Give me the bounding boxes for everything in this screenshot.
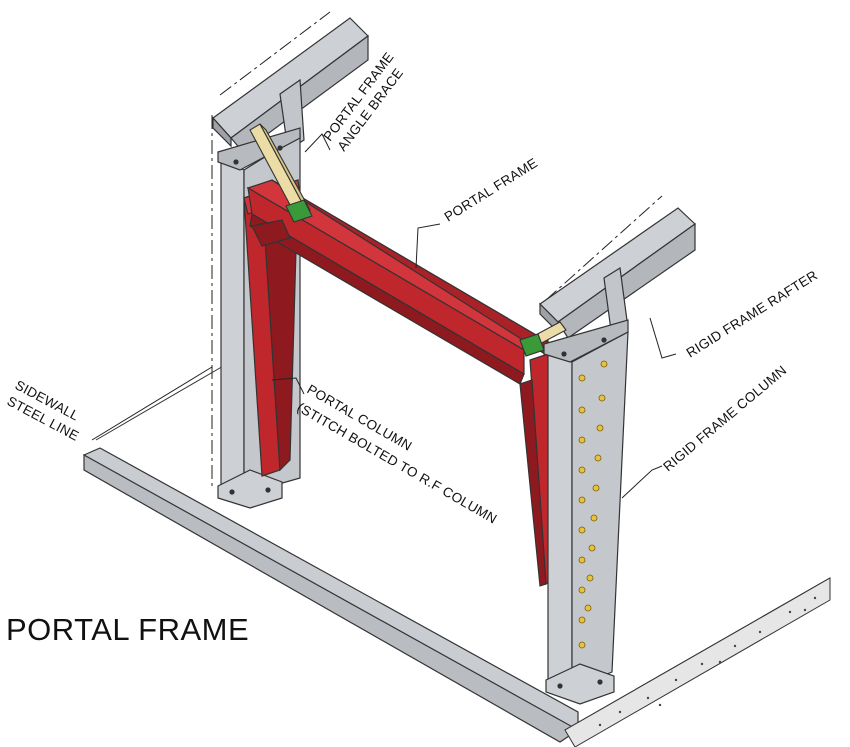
angle-brace-left xyxy=(249,123,313,223)
diagram-title: PORTAL FRAME xyxy=(6,612,250,647)
label-rafter: RIGID FRAME RAFTER xyxy=(684,267,821,360)
label-rf-column: RIGID FRAME COLUMN xyxy=(660,362,789,474)
label-portal-frame: PORTAL FRAME xyxy=(442,155,541,224)
right-rf-column xyxy=(543,319,629,705)
angle-brace-right xyxy=(519,321,567,357)
portal-beam xyxy=(246,179,550,385)
leader-lines xyxy=(91,133,677,499)
stitch-bolts xyxy=(578,360,608,649)
right-portal-column xyxy=(519,353,553,587)
foundation-slab xyxy=(82,364,831,747)
right-rafter xyxy=(539,207,696,340)
label-portal-column-2: (STITCH BOLTED TO R.F COLUMN xyxy=(295,400,500,527)
